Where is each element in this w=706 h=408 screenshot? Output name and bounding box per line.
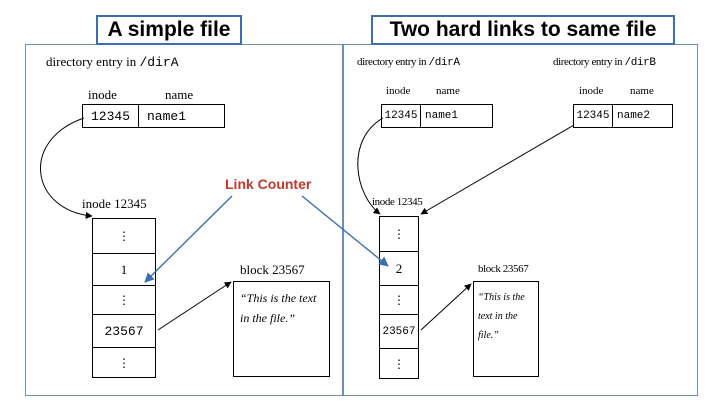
right-block-text: “This is the text in the file.” <box>478 292 525 341</box>
left-inode-label: inode 12345 <box>82 196 147 211</box>
left-entry-inode: 12345 <box>82 104 139 128</box>
left-col-name: name <box>165 87 194 102</box>
link-counter-arrow-right <box>301 195 389 267</box>
right-data-block: “This is the text in the file.” <box>473 281 539 377</box>
left-block-ref-cell: 23567 <box>92 314 156 348</box>
left-entry-to-inode-arrow <box>40 117 93 219</box>
right-inode-dots-2: ⋮ <box>379 285 419 315</box>
right-block-label: block 23567 <box>478 263 529 275</box>
right-b-entry-name: name2 <box>612 104 673 128</box>
left-inode-dots-3: ⋮ <box>92 347 156 378</box>
left-dir-label: directory entry in /dirA <box>46 54 179 70</box>
right-inode-label: inode 12345 <box>372 196 423 208</box>
left-col-inode: inode <box>88 87 117 102</box>
left-block-text: “This is the text in the file.” <box>240 291 317 325</box>
right-a-entry-name: name1 <box>420 104 493 128</box>
left-inode-to-block-arrow <box>157 281 232 331</box>
link-counter-arrow-left <box>144 195 233 283</box>
right-title: Two hard links to same file <box>371 15 675 45</box>
link-counter-label: Link Counter <box>225 176 312 192</box>
left-block-label: block 23567 <box>240 262 305 277</box>
right-inode-to-block-arrow <box>420 283 472 331</box>
right-a-col-inode: inode <box>386 85 411 97</box>
left-data-block: “This is the text in the file.” <box>233 281 330 377</box>
right-b-entry-inode: 12345 <box>573 104 613 128</box>
right-inode-dots-3: ⋮ <box>379 348 419 379</box>
right-dirA-label: directory entry in /dirA <box>357 56 460 69</box>
left-entry-name: name1 <box>138 104 225 128</box>
right-a-entry-inode: 12345 <box>381 104 421 128</box>
right-b-to-inode-arrow <box>420 124 575 215</box>
right-a-col-name: name <box>436 85 460 97</box>
right-b-col-name: name <box>630 85 654 97</box>
left-title: A simple file <box>96 15 242 45</box>
right-a-to-inode-arrow <box>357 117 384 215</box>
right-b-col-inode: inode <box>579 85 604 97</box>
right-dirB-label: directory entry in /dirB <box>553 56 656 69</box>
